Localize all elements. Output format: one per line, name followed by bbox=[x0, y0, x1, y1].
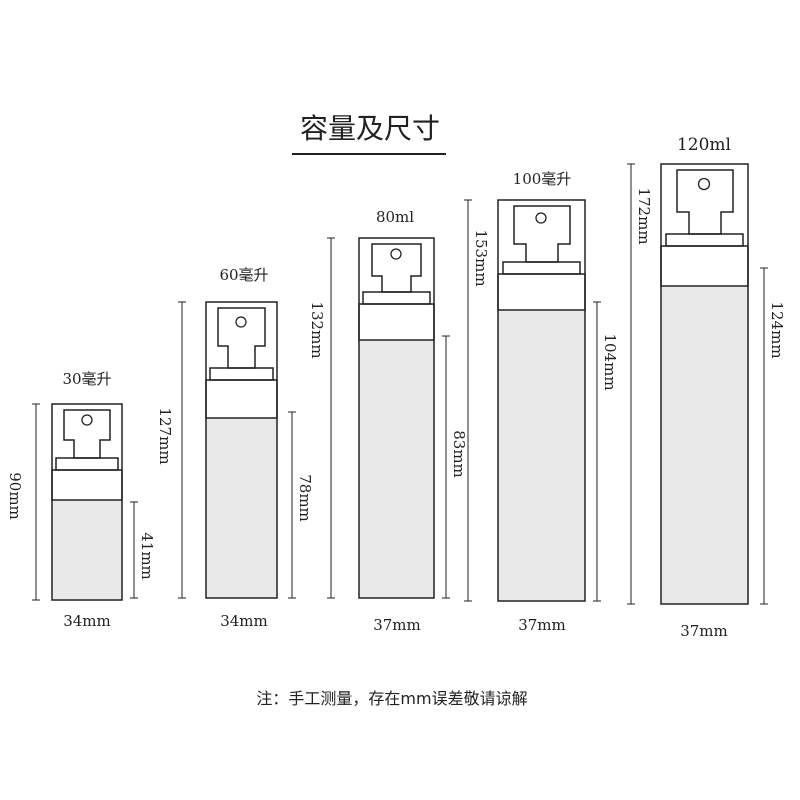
bottle-120ml: 120ml 172mm 124mm 37mm bbox=[627, 135, 786, 640]
height-label: 153mm bbox=[472, 229, 490, 286]
width-label: 34mm bbox=[63, 612, 111, 630]
pump-head bbox=[371, 243, 422, 293]
liquid-fill bbox=[359, 340, 434, 598]
footnote: 注：手工测量，存在mm误差敬请谅解 bbox=[256, 689, 527, 708]
capacity-label: 30毫升 bbox=[62, 370, 111, 388]
liquid-fill bbox=[498, 310, 585, 601]
nozzle-icon bbox=[235, 316, 247, 328]
width-label: 34mm bbox=[220, 612, 268, 630]
bottle-outline bbox=[358, 237, 435, 599]
bottle-30ml: 30毫升 90mm 41mm 34mm bbox=[6, 370, 156, 630]
bottle-collar bbox=[358, 303, 435, 341]
nozzle-icon bbox=[535, 212, 547, 224]
bottle-100ml: 100毫升 153mm 104mm 37mm bbox=[464, 170, 619, 634]
bottle-80ml: 80ml 132mm 83mm 37mm bbox=[308, 208, 468, 634]
bottle-outline bbox=[205, 301, 278, 599]
liquid-fill bbox=[661, 286, 748, 604]
height-label: 90mm bbox=[6, 472, 24, 520]
body-height-label: 104mm bbox=[601, 333, 619, 390]
body-height-label: 78mm bbox=[296, 474, 314, 522]
width-label: 37mm bbox=[373, 616, 421, 634]
bottle-outline bbox=[51, 403, 123, 601]
bottle-neck bbox=[502, 261, 581, 275]
capacity-label: 100毫升 bbox=[513, 170, 572, 188]
bottle-neck bbox=[665, 233, 744, 247]
page-title: 容量及尺寸 bbox=[300, 112, 440, 145]
bottle-neck bbox=[209, 367, 274, 381]
capacity-label: 80ml bbox=[376, 208, 414, 226]
pump-head bbox=[63, 409, 111, 459]
capacity-label: 60毫升 bbox=[219, 266, 268, 284]
width-label: 37mm bbox=[680, 622, 728, 640]
bottle-collar bbox=[497, 273, 586, 311]
pump-head bbox=[676, 169, 734, 235]
body-height-label: 124mm bbox=[768, 301, 786, 358]
liquid-fill bbox=[52, 500, 122, 600]
body-height-label: 41mm bbox=[138, 532, 156, 580]
bottle-outline bbox=[497, 199, 586, 602]
bottle-neck bbox=[55, 457, 119, 471]
bottle-neck bbox=[362, 291, 431, 305]
pump-head bbox=[513, 205, 571, 263]
bottle-60ml: 60毫升 127mm 78mm 34mm bbox=[156, 266, 314, 630]
nozzle-icon bbox=[697, 177, 711, 191]
pump-head bbox=[217, 307, 266, 369]
nozzle-icon bbox=[390, 248, 402, 260]
bottle-collar bbox=[205, 379, 278, 419]
body-height-label: 83mm bbox=[450, 430, 468, 478]
nozzle-icon bbox=[81, 414, 93, 426]
height-label: 132mm bbox=[308, 301, 326, 358]
liquid-fill bbox=[206, 418, 277, 598]
bottle-collar bbox=[660, 245, 749, 287]
bottle-outline bbox=[660, 163, 749, 605]
width-label: 37mm bbox=[518, 616, 566, 634]
height-label: 127mm bbox=[156, 407, 174, 464]
capacity-label: 120ml bbox=[677, 135, 731, 155]
height-label: 172mm bbox=[635, 187, 653, 244]
bottle-collar bbox=[51, 469, 123, 501]
